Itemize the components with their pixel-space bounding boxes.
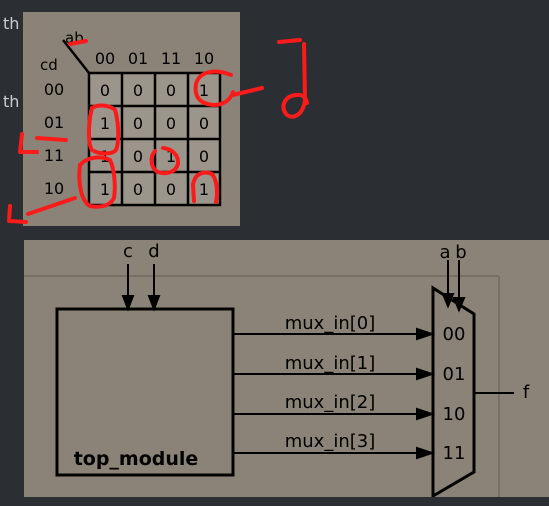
kmap-row-label: 10 — [44, 179, 64, 198]
multiplexer — [431, 285, 476, 497]
kmap-cell: 1 — [100, 180, 110, 199]
wire-arrow — [416, 407, 436, 421]
kmap-row-label: 11 — [44, 146, 64, 165]
kmap-ab-label: ab — [65, 29, 84, 47]
mux-input-label: 01 — [443, 364, 466, 385]
mark-d-top — [277, 38, 302, 44]
select-a-label: a — [439, 242, 450, 263]
background-text-2: th — [3, 92, 20, 111]
kmap-cell: 0 — [199, 114, 209, 133]
kmap-cell: 1 — [199, 180, 209, 199]
output-f-label: f — [523, 382, 530, 403]
wire-arrow — [416, 327, 436, 341]
top-module-label: top_module — [74, 448, 199, 470]
kmap-cell: 1 — [100, 147, 110, 166]
circuit-panel: c d top_module mux_in[0] mux_in[1] mux_i… — [24, 240, 549, 497]
kmap-cell: 1 — [100, 114, 110, 133]
select-b-label: b — [455, 242, 466, 263]
top-module-box — [55, 307, 235, 477]
karnaugh-map-panel: ab cd 00 01 11 10 00 01 11 10 0 0 0 1 1 … — [23, 12, 240, 226]
kmap-cell: 1 — [199, 81, 209, 100]
background-text-1: th — [3, 14, 20, 33]
wire-arrow — [416, 367, 436, 381]
kmap-cell: 0 — [199, 147, 209, 166]
mark-d — [281, 42, 309, 119]
mux-input-label: 11 — [443, 443, 466, 464]
kmap-row-label: 01 — [44, 113, 64, 132]
kmap-corner-line — [62, 39, 90, 74]
wire-label: mux_in[1] — [285, 353, 376, 374]
wire-arrow — [416, 446, 436, 460]
wire-label: mux_in[2] — [285, 392, 376, 413]
kmap-cd-label: cd — [40, 56, 58, 74]
mux-input-label: 10 — [443, 404, 466, 425]
kmap-cell: 0 — [133, 81, 143, 100]
input-d-arrow — [147, 295, 161, 312]
kmap-cell: 0 — [133, 147, 143, 166]
kmap-col-label: 11 — [161, 49, 181, 68]
mux-input-label: 00 — [443, 324, 466, 345]
kmap-cell: 0 — [133, 114, 143, 133]
kmap-cell: 0 — [166, 114, 176, 133]
kmap-col-label: 01 — [128, 49, 148, 68]
kmap-cell: 0 — [166, 81, 176, 100]
kmap-cell: 0 — [100, 81, 110, 100]
kmap-row-label: 00 — [44, 80, 64, 99]
kmap-col-label: 00 — [95, 49, 115, 68]
wire-label: mux_in[3] — [285, 431, 376, 452]
kmap-cell: 1 — [166, 147, 176, 166]
wire-label: mux_in[0] — [285, 313, 376, 334]
kmap-cell: 0 — [166, 180, 176, 199]
kmap-col-label: 10 — [194, 49, 214, 68]
input-d-label: d — [148, 241, 159, 262]
input-c-arrow — [121, 295, 135, 312]
kmap-cell: 0 — [133, 180, 143, 199]
input-c-label: c — [123, 241, 133, 262]
